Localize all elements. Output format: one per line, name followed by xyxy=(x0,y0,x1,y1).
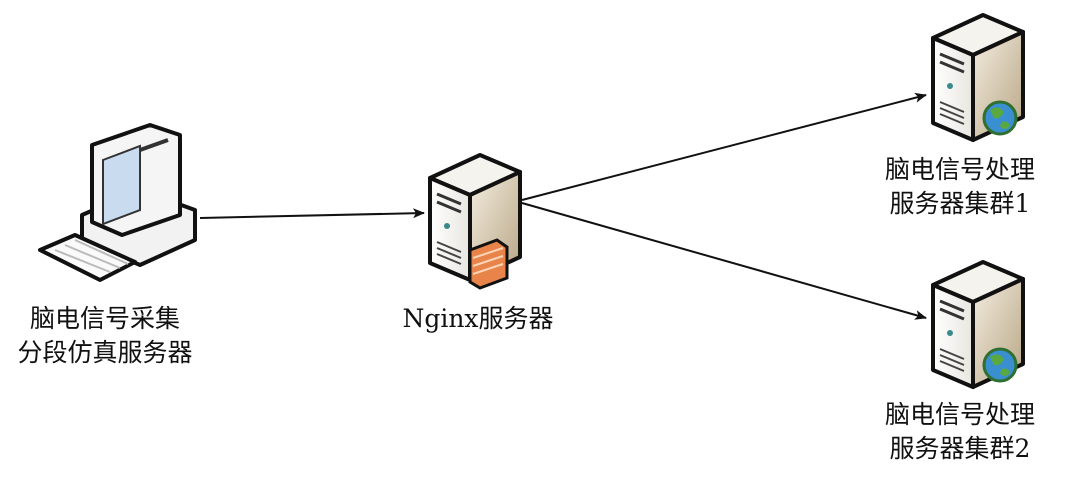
edge-nginx-cluster2 xyxy=(521,202,927,320)
nginx-label: Nginx服务器 xyxy=(402,304,554,333)
desktop-computer-icon xyxy=(38,123,197,282)
web-server-icon xyxy=(931,13,1025,142)
server-firewall-icon xyxy=(428,153,522,290)
cluster1-label-line1: 脑电信号处理 xyxy=(884,155,1035,184)
edge-client-nginx xyxy=(199,208,425,219)
cluster2-label-line1: 脑电信号处理 xyxy=(884,400,1035,429)
cluster1-label-line2: 服务器集群1 xyxy=(889,189,1031,218)
web-server-icon xyxy=(931,260,1025,389)
cluster2-label: 脑电信号处理 服务器集群2 xyxy=(860,398,1060,466)
client-label: 脑电信号采集 分段仿真服务器 xyxy=(0,302,210,370)
client-label-line2: 分段仿真服务器 xyxy=(17,338,193,367)
client-label-line1: 脑电信号采集 xyxy=(29,304,180,333)
cluster1-label: 脑电信号处理 服务器集群1 xyxy=(860,153,1060,221)
edge-nginx-cluster1 xyxy=(521,92,927,201)
cluster2-label-line2: 服务器集群2 xyxy=(889,434,1031,463)
